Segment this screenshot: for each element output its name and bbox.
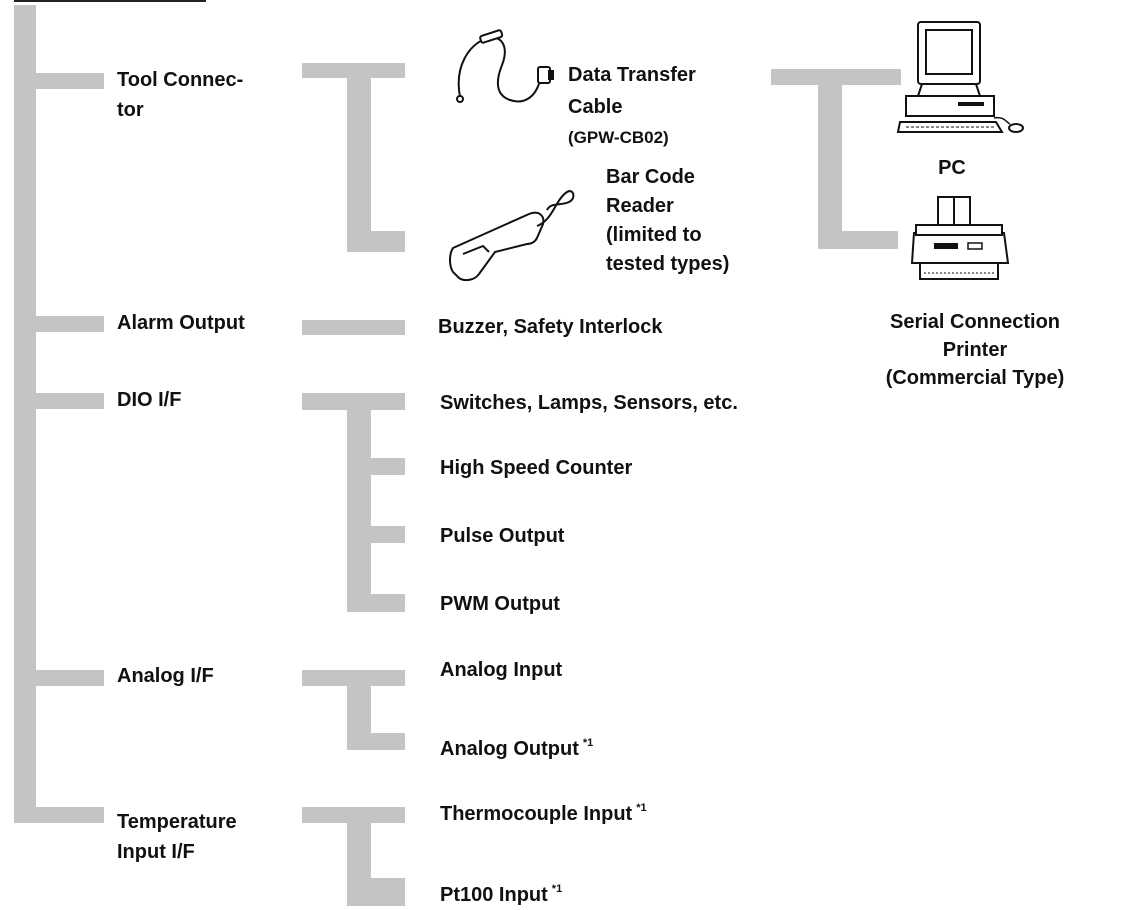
tool-connector-stem — [347, 63, 371, 252]
dio-branch-pulse — [347, 526, 405, 543]
header-rule — [14, 0, 206, 2]
branch-dio — [36, 393, 104, 409]
cable-to-printer — [818, 231, 898, 249]
footnote-mark: *1 — [582, 737, 594, 749]
device-label-pwm: PWM Output — [440, 593, 560, 615]
branch-tool-connector — [36, 73, 104, 89]
interface-label-alarm-output: Alarm Output — [117, 312, 245, 334]
temperature-branch-pt100 — [347, 878, 405, 906]
cable-icon — [456, 29, 554, 103]
device-label-cable-model: (GPW-CB02) — [568, 128, 669, 147]
branch-analog — [36, 670, 104, 686]
main-trunk-connector — [14, 5, 36, 823]
device-label-counter: High Speed Counter — [440, 457, 633, 479]
device-label-pulse: Pulse Output — [440, 525, 565, 547]
interface-label-dio: DIO I/F — [117, 389, 182, 411]
device-label-pc: PC — [938, 157, 966, 179]
printer-icon — [910, 196, 1010, 280]
interface-label-analog: Analog I/F — [117, 665, 214, 687]
interface-label-tool-connector: Tool Connec- tor — [117, 69, 244, 121]
alarm-connector — [302, 320, 405, 335]
tool-connector-to-barcode — [347, 231, 405, 252]
cable-connector-stem — [818, 69, 842, 249]
analog-branch-output — [347, 733, 405, 750]
footnote-mark: *1 — [636, 802, 647, 814]
dio-connector-stem — [347, 393, 371, 612]
device-label-analog-output: Analog Output*1 — [440, 737, 594, 760]
bottom-base-connector — [14, 807, 104, 823]
dio-branch-counter — [347, 458, 405, 475]
pc-icon — [896, 21, 1024, 133]
device-label-pt100: Pt100 Input*1 — [440, 883, 563, 906]
device-label-printer: Serial Connection Printer (Commercial Ty… — [885, 311, 1065, 389]
device-label-barcode: Bar Code Reader (limited to tested types… — [606, 166, 730, 275]
branch-alarm-output — [36, 316, 104, 332]
dio-branch-pwm — [347, 594, 405, 612]
device-label-cable: Data Transfer Cable — [568, 64, 696, 118]
device-label-switches: Switches, Lamps, Sensors, etc. — [440, 392, 738, 414]
footnote-mark: *1 — [551, 883, 563, 895]
barcode-reader-icon — [449, 190, 575, 282]
interface-label-temperature: Temperature Input I/F — [117, 811, 237, 863]
device-label-alarm: Buzzer, Safety Interlock — [438, 316, 663, 338]
device-label-thermocouple: Thermocouple Input*1 — [440, 802, 647, 825]
device-label-analog-input: Analog Input — [440, 659, 563, 681]
